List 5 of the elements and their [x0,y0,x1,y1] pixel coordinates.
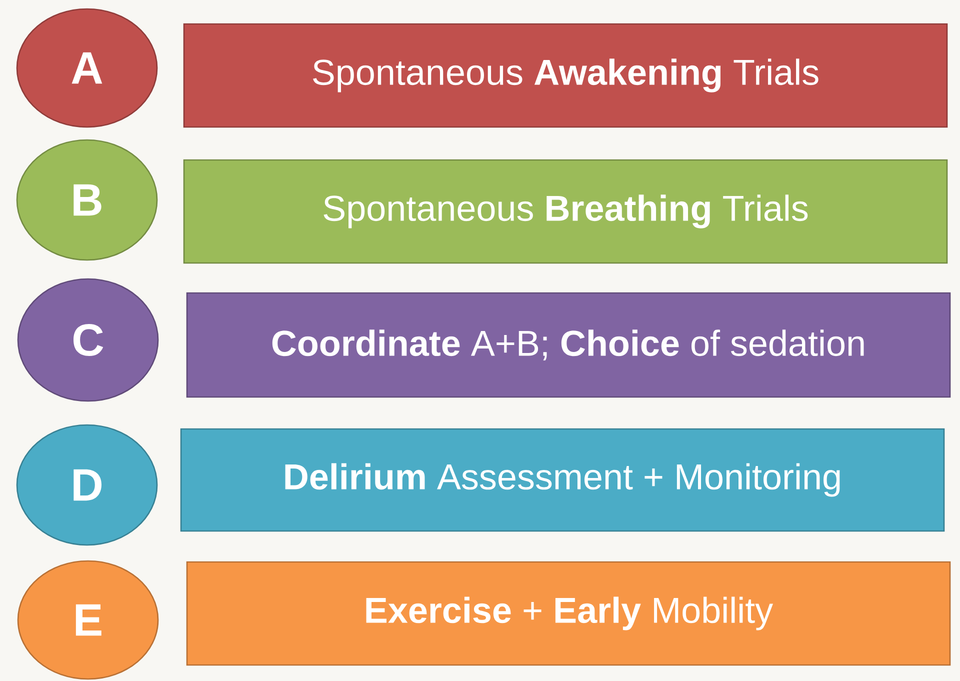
label-box: Coordinate A+B; Choice of sedation [186,292,951,398]
label-box: Spontaneous Awakening Trials [183,23,948,128]
label-box: Spontaneous Breathing Trials [183,159,948,264]
label-box: Delirium Assessment + Monitoring [180,428,945,532]
label-box: Exercise + Early Mobility [186,561,951,666]
